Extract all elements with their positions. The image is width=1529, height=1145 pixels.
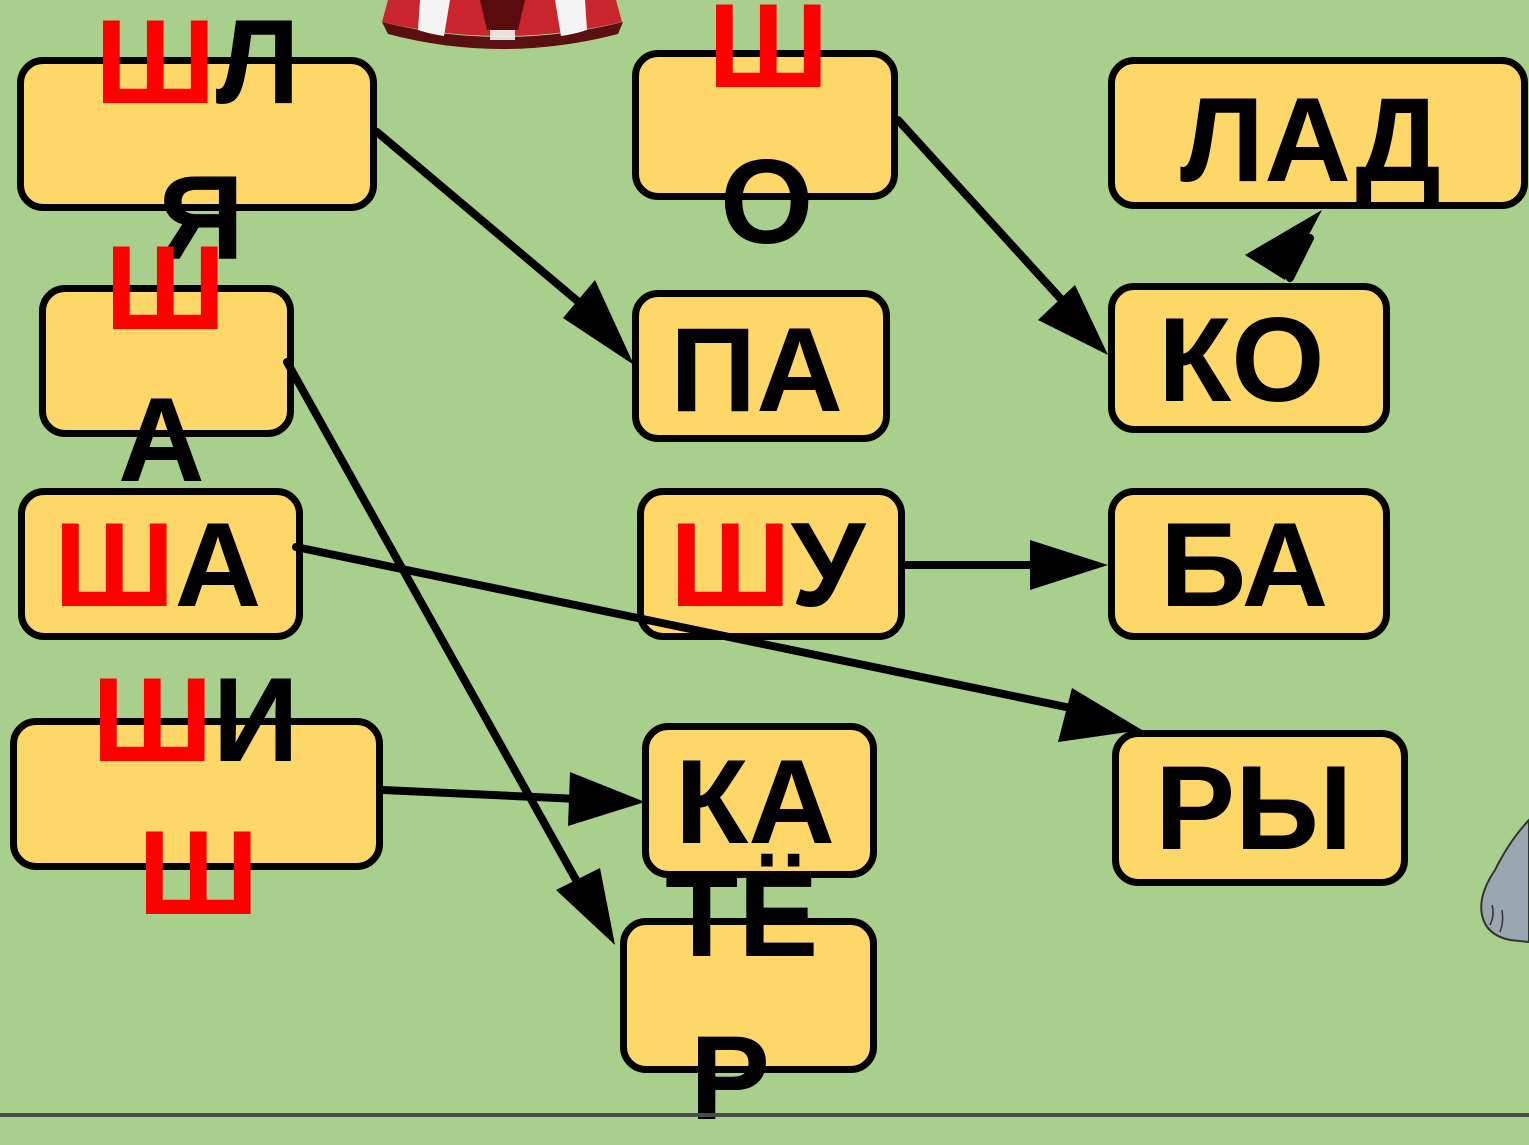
accent-letter-sh-a2: Ш <box>105 221 226 355</box>
syllable-lad: ЛАД <box>1180 73 1441 207</box>
letter-r: Р <box>690 1011 771 1145</box>
arrowhead-lad <box>1245 210 1322 280</box>
accent-letter-sh-bottom: Ш <box>138 806 259 940</box>
accent-letter-sh: Ш <box>54 498 175 632</box>
bottom-divider <box>0 1113 1529 1117</box>
arrow-sh-o-to-ko <box>894 116 1084 324</box>
syllable-te: ТЁ <box>665 848 819 982</box>
card-pa[interactable] <box>632 290 890 442</box>
circus-tent-icon <box>382 0 623 49</box>
card-ka[interactable] <box>642 723 877 878</box>
card-te[interactable] <box>620 918 877 1073</box>
arrow-shi-to-ka <box>379 786 604 804</box>
arrow-ko-to-lad <box>1286 234 1314 282</box>
syllable-ko: КО <box>1158 293 1325 427</box>
syllable-shu: ШУ <box>670 505 865 625</box>
arrowhead-pa <box>563 280 634 365</box>
accent-letter-sh: Ш <box>92 653 213 787</box>
card-ry[interactable] <box>1112 730 1408 886</box>
letter-i: И <box>212 653 299 787</box>
letter-u: У <box>790 498 866 632</box>
syllable-ry: РЫ <box>1155 741 1353 875</box>
syllable-pa: ПА <box>670 303 843 437</box>
arrowhead-ko <box>1038 285 1108 355</box>
letter-a: А <box>118 373 205 507</box>
animal-paw-icon <box>1480 818 1529 944</box>
accent-letter-sh: Ш <box>670 498 791 632</box>
accent-letter-sh-o: Ш <box>708 0 829 113</box>
accent-letter-sh: Ш <box>95 0 216 129</box>
syllable-ba: БА <box>1160 498 1329 632</box>
card-lad[interactable] <box>1108 57 1528 209</box>
arrowhead-ba <box>1030 540 1108 590</box>
syllable-sha: ША <box>54 505 261 625</box>
card-ko[interactable] <box>1108 283 1390 433</box>
arrowhead-ka <box>568 772 645 826</box>
card-sha[interactable] <box>18 488 303 640</box>
letter-a: А <box>174 498 262 632</box>
card-sh-o[interactable] <box>632 50 898 200</box>
arrow-shl-to-pa <box>373 128 604 324</box>
letter-o: О <box>720 135 814 269</box>
card-ba[interactable] <box>1108 488 1390 640</box>
syllable-ka: КА <box>675 735 835 869</box>
letter-l: Л <box>215 0 300 129</box>
letter-ya: Я <box>158 151 245 285</box>
arrowhead-te <box>556 868 615 945</box>
syllable-shl: ШЛ <box>95 2 300 122</box>
syllable-shi: ШИ <box>92 660 299 780</box>
card-shl[interactable] <box>17 57 377 211</box>
